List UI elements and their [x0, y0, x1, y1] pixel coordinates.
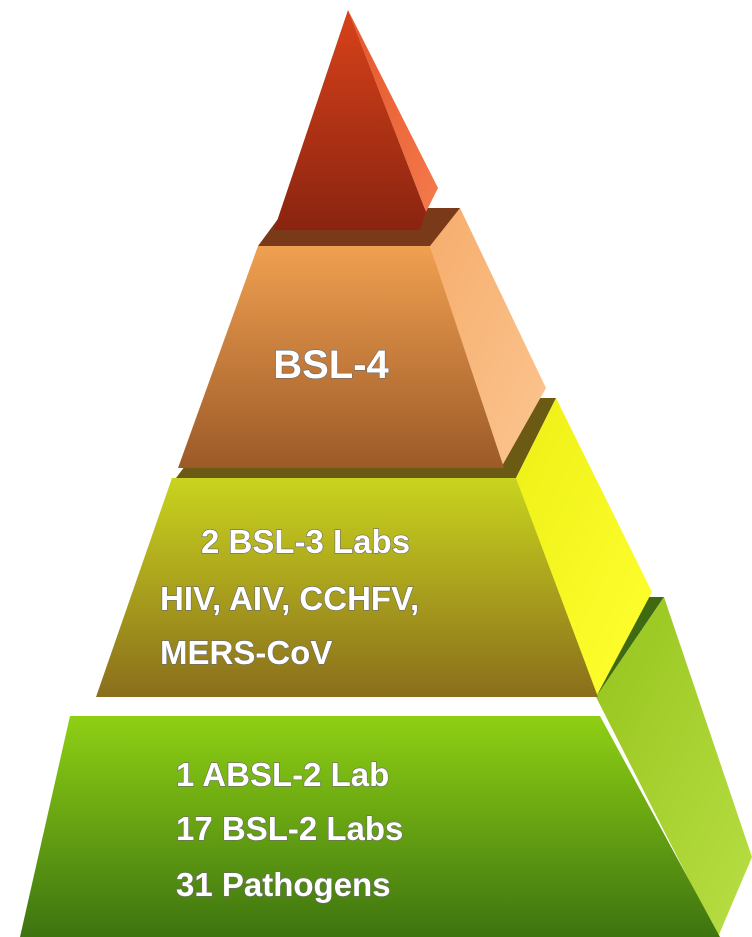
tier-bsl4-text: BSL-4: [273, 343, 389, 387]
tier-bsl2-line-3: 31 Pathogens: [176, 866, 391, 903]
tier-bsl2-text: 1 ABSL-2 Lab 17 BSL-2 Labs 31 Pathogens: [176, 756, 413, 903]
tier-bsl2-line-1: 1 ABSL-2 Lab: [176, 756, 389, 793]
tier-bsl3-side-face: [516, 398, 652, 697]
tier-bsl3-line-3: MERS-CoV: [160, 634, 332, 671]
tier-bsl4-front-face: [178, 246, 504, 468]
tier-bsl4: BSL-4: [178, 208, 546, 468]
tier-bsl2-side-face: [596, 597, 752, 937]
tier-bsl3-front-face: [96, 478, 598, 697]
tier-bsl4-side-face: [430, 208, 546, 466]
tier-bsl3-line-1: 2 BSL-3 Labs: [201, 523, 410, 560]
tier-apex-side-face: [348, 10, 438, 212]
tier-bsl4-line-1: BSL-4: [273, 343, 389, 387]
tier-bsl2-line-2: 17 BSL-2 Labs: [176, 810, 403, 847]
tier-apex: [274, 10, 438, 230]
tier-apex-front-face: [274, 10, 426, 230]
tier-bsl3-text: 2 BSL-3 Labs HIV, AIV, CCHFV, MERS-CoV: [160, 523, 428, 671]
tier-bsl3-line-2: HIV, AIV, CCHFV,: [160, 580, 419, 617]
tier-bsl2-front-face: [20, 716, 720, 937]
